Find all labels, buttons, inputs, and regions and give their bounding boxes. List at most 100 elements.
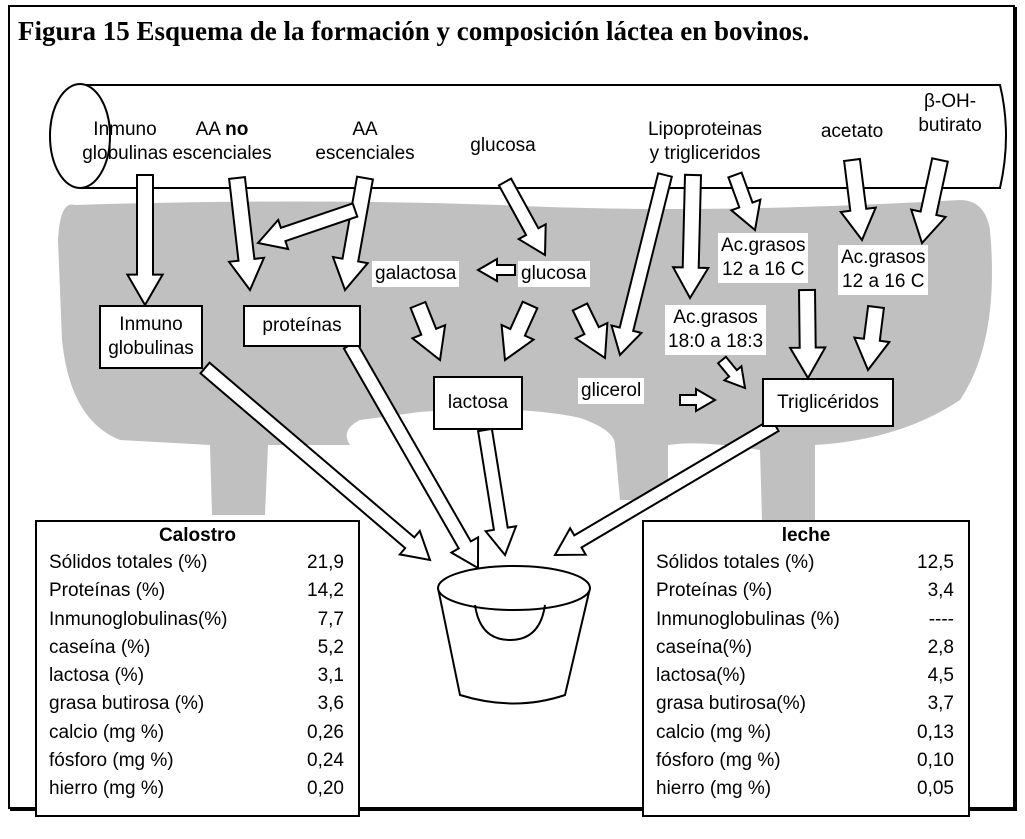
row-label: lactosa(%) [656, 665, 746, 687]
flow-arrow-icon [679, 387, 717, 413]
flow-arrow-icon [610, 172, 674, 357]
table-row: lactosa (%)3,1 [37, 662, 358, 690]
row-label: calcio (mg %) [656, 721, 772, 743]
flow-arrow-icon [553, 417, 780, 557]
flow-arrow-icon [727, 171, 762, 232]
row-value: 3,6 [317, 693, 344, 715]
row-value: 3,7 [927, 693, 954, 715]
row-label: calcio (mg %) [49, 721, 165, 743]
flow-arrow-icon [227, 175, 266, 292]
flow-arrow-icon [331, 175, 375, 292]
blood-acetato: acetato [820, 121, 884, 142]
row-label: Inmunoglobulinas (%) [656, 608, 840, 630]
flow-arrow-icon [256, 202, 359, 251]
flow-arrow-icon [571, 302, 609, 360]
figure-title: Figura 15 Esquema de la formación y comp… [18, 16, 810, 46]
row-label: Proteínas (%) [656, 580, 773, 602]
flow-arrow-icon [500, 300, 539, 362]
row-label: Inmunoglobulinas(%) [49, 608, 228, 630]
table-row: Sólidos totales (%) 12,5 [644, 549, 968, 577]
row-label: fósforo (mg %) [49, 750, 174, 772]
row-label: hierro (mg %) [656, 778, 772, 800]
box-proteinas: proteínas [243, 305, 361, 347]
row-label: caseína(%) [656, 636, 753, 658]
row-value: 0,05 [917, 778, 954, 800]
table-row: fósforo (mg %) 0,10 [644, 747, 968, 775]
row-value: 0,26 [307, 721, 344, 743]
flow-arrow-icon [838, 157, 878, 242]
table-row: Inmunoglobulinas (%) ---- [644, 606, 968, 634]
row-label: grasa butirosa(%) [656, 693, 806, 715]
row-label: Sólidos totales (%) [656, 552, 815, 573]
row-label: hierro (mg %) [49, 778, 165, 800]
table-row: grasa butirosa (%) 3,6 [37, 690, 358, 718]
table-row: lactosa(%) 4,5 [644, 662, 968, 690]
calostro-title: Calostro [158, 525, 237, 546]
row-value: 21,9 [307, 552, 344, 573]
flow-arrow-icon [409, 300, 447, 362]
row-value: ---- [928, 608, 954, 630]
table-row: hierro (mg %) 0,05 [644, 775, 968, 803]
table-row: calcio (mg %) 0,13 [644, 719, 968, 747]
label-glucosa: glucosa [518, 261, 590, 287]
row-label: fósforo (mg %) [656, 750, 781, 772]
row-label: lactosa (%) [49, 665, 145, 687]
row-value: 0,10 [917, 750, 954, 772]
label-glicerol: glicerol [578, 378, 645, 404]
blood-butirato: β-OH-butirato [918, 91, 982, 136]
row-value: 12,5 [917, 552, 954, 573]
flow-arrow-icon [476, 257, 516, 283]
table-row: calcio (mg %) 0,26 [37, 719, 358, 747]
blood-vessel-end [49, 83, 111, 189]
flow-arrow-icon [852, 304, 892, 372]
row-label: Sólidos totales (%) [49, 552, 208, 573]
row-value: 5,2 [317, 636, 344, 658]
row-value: 3,4 [927, 580, 954, 602]
flow-arrow-icon [671, 173, 711, 300]
table-row: caseína(%) 2,8 [644, 634, 968, 662]
row-value: 14,2 [307, 580, 344, 602]
row-value: 4,5 [927, 665, 954, 687]
row-label: grasa butirosa (%) [49, 693, 205, 715]
row-value: 0,24 [307, 750, 344, 772]
row-label: Proteínas (%) [49, 580, 166, 602]
flow-arrow-icon [716, 355, 747, 390]
flow-arrow-icon [497, 177, 547, 257]
flow-arrow-icon [342, 340, 480, 570]
row-value: 0,13 [917, 721, 954, 743]
flow-arrow-icon [476, 427, 518, 557]
row-value: 2,8 [927, 636, 954, 658]
box-lactosa: lactosa [433, 376, 523, 430]
bucket-icon [437, 565, 591, 705]
blood-vessel-tube [80, 84, 1007, 189]
figure-frame [8, 5, 1015, 809]
row-value: 0,20 [307, 778, 344, 800]
row-value: 7,7 [317, 608, 344, 630]
box-trigliceridos: Triglicéridos [762, 378, 894, 427]
table-row: hierro (mg %) 0,20 [37, 775, 358, 803]
row-label: caseína (%) [49, 636, 151, 658]
table-row: Proteínas (%) 3,4 [644, 577, 968, 605]
flow-arrow-icon [909, 157, 949, 245]
flow-arrow-icon [788, 288, 828, 380]
flow-arrow-icon [125, 174, 165, 307]
label-galactosa: galactosa [372, 261, 460, 287]
blood-glucosa: glucosa [470, 135, 536, 156]
table-row: Sólidos totales (%) 21,9 [37, 549, 358, 577]
leche-title: leche [781, 525, 831, 546]
flow-arrow-icon [199, 361, 432, 562]
table-row: caseína (%) 5,2 [37, 634, 358, 662]
table-row: Proteínas (%) 14,2 [37, 577, 358, 605]
table-row: grasa butirosa(%) 3,7 [644, 690, 968, 718]
table-row: Inmunoglobulinas(%) 7,7 [37, 606, 358, 634]
table-row: fósforo (mg %) 0,24 [37, 747, 358, 775]
